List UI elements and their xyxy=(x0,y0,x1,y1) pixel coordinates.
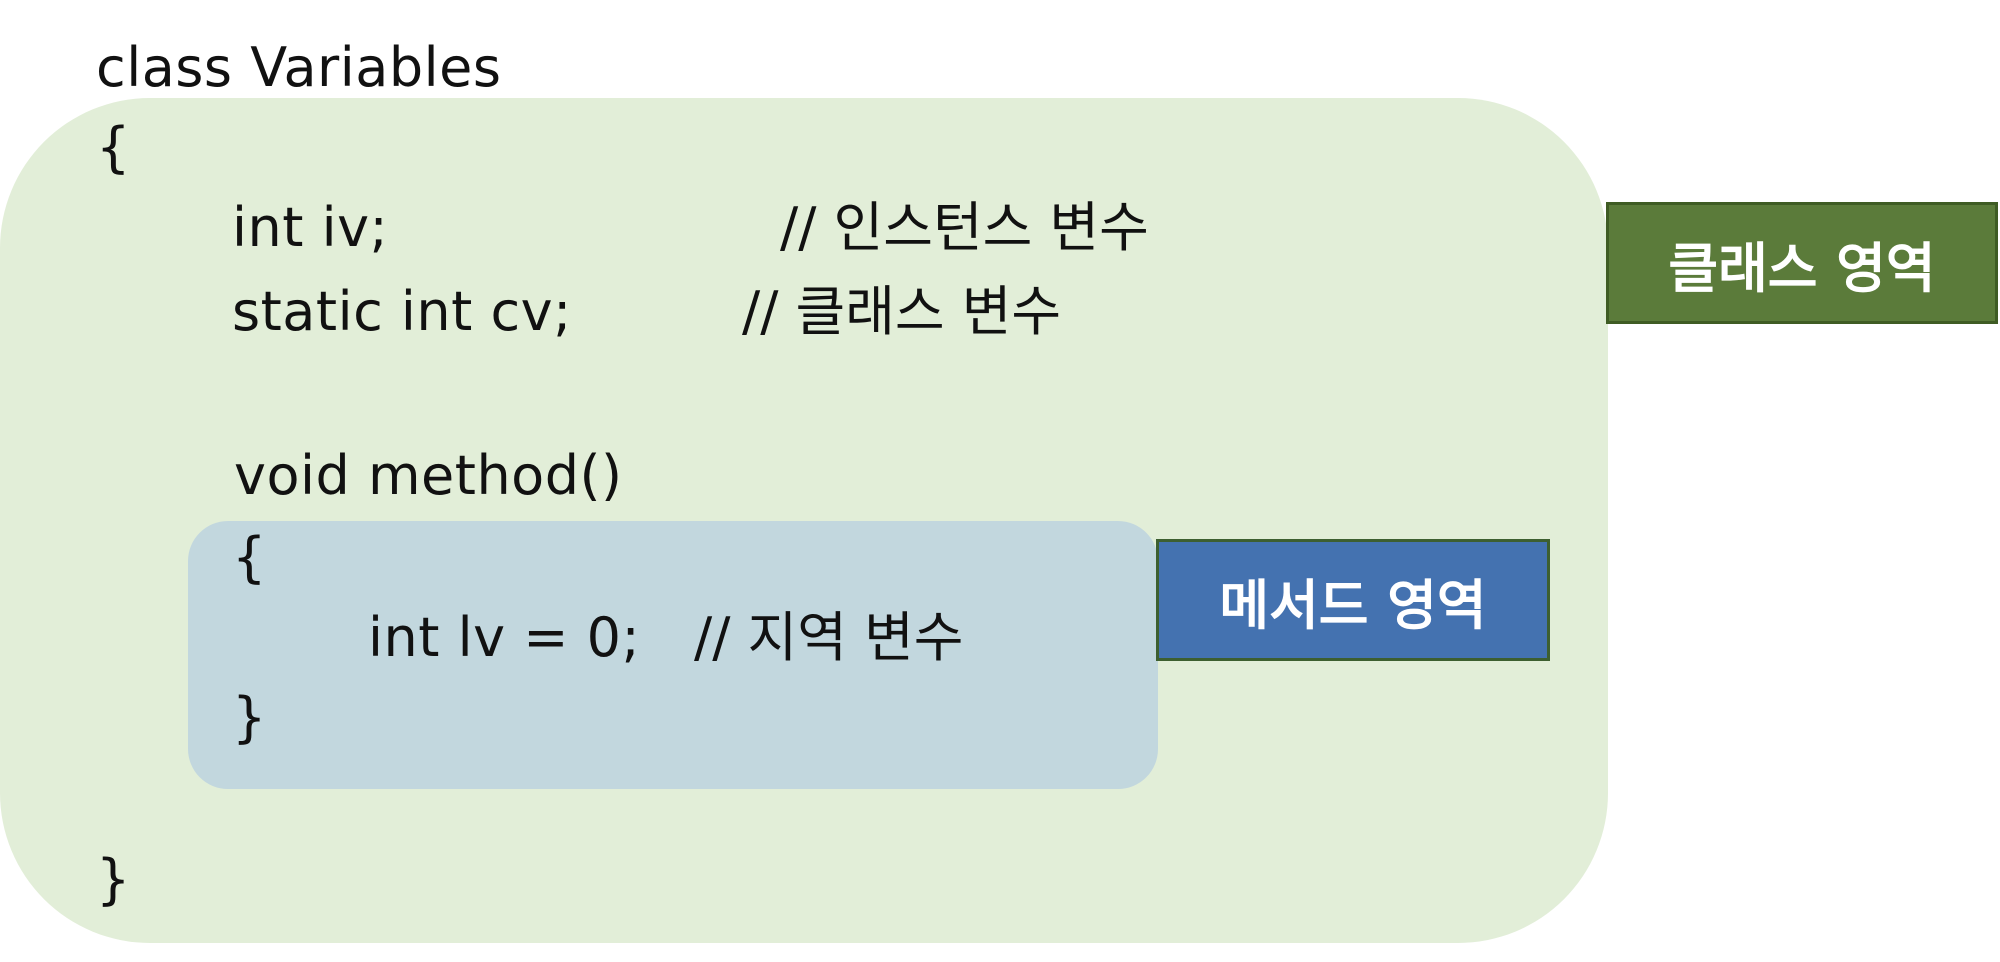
instance-variable-code: int iv; xyxy=(232,196,389,259)
instance-variable-comment: // 인스턴스 변수 xyxy=(780,196,1149,259)
class-variable-code: static int cv; xyxy=(232,280,572,343)
class-declaration: class Variables xyxy=(96,36,502,99)
class-area-label: 클래스 영역 xyxy=(1606,202,1998,324)
class-close-brace: } xyxy=(96,848,131,911)
method-declaration: void method() xyxy=(234,444,623,507)
local-variable-code: int lv = 0; xyxy=(368,606,641,669)
class-variable-comment: // 클래스 변수 xyxy=(742,280,1062,343)
method-area-label: 메서드 영역 xyxy=(1156,539,1550,661)
class-area-region xyxy=(0,98,1608,943)
method-area-region xyxy=(188,521,1158,789)
class-open-brace: { xyxy=(96,116,131,179)
local-variable-comment: // 지역 변수 xyxy=(694,606,964,669)
method-close-brace: } xyxy=(232,686,267,749)
method-open-brace: { xyxy=(232,526,267,589)
